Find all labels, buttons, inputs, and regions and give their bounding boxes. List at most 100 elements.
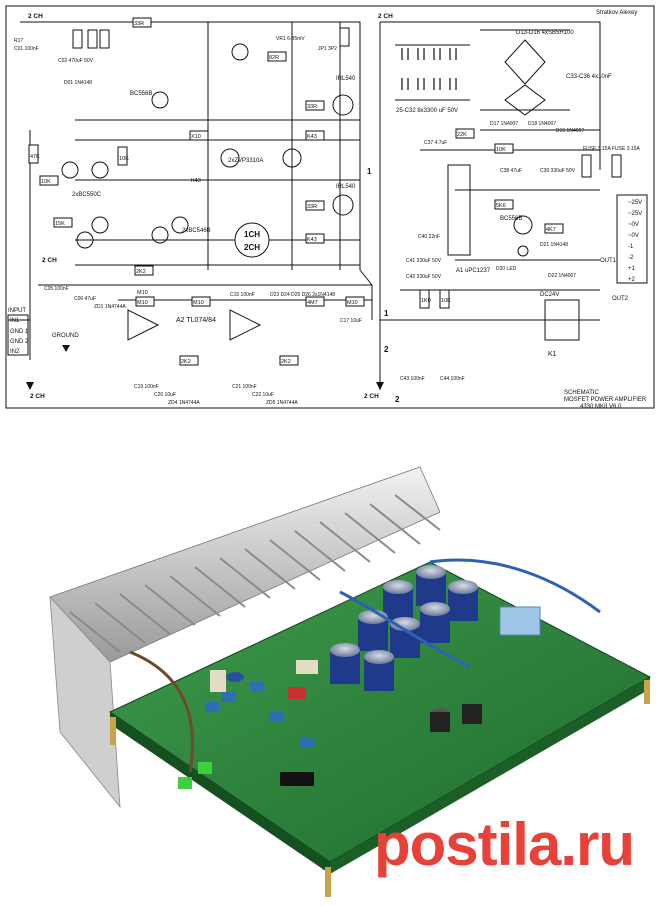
fuse-label-1: FUSE 3.15A	[583, 146, 611, 152]
part-c19: C19 100nF	[134, 384, 159, 390]
part-d17: D17 1N4007	[490, 121, 518, 127]
output-pin-2: ~25V	[628, 211, 642, 217]
transistor-label-q27: BC556B	[500, 216, 522, 222]
resistor-r43: K43	[307, 237, 317, 243]
part-d01: D01 1N4148	[64, 80, 92, 86]
resistor-r56: 5K6	[496, 203, 506, 209]
part-c37: C37 4.7uF	[424, 140, 447, 146]
small-components	[178, 660, 482, 789]
resistor-r13: 10K	[119, 156, 129, 162]
output-pin-3: ~0V	[628, 222, 639, 228]
part-c01: C01 100nF	[14, 46, 39, 52]
standoffs	[110, 680, 650, 897]
part-d19: D19 1N4007	[556, 128, 584, 134]
resistor-r17: 33R	[134, 21, 144, 27]
resistor-r37: 33R	[307, 104, 317, 110]
relay	[499, 606, 541, 636]
part-c40: C40 22nF	[418, 234, 440, 240]
part-c22: C22 10uF	[252, 392, 274, 398]
channel-badge-circle	[234, 222, 270, 258]
rail-label-top-right: 2 CH	[378, 13, 393, 20]
part-r17-label: R17	[14, 38, 23, 44]
output-pin-1: ~25V	[628, 200, 642, 206]
ground-label: GROUND	[52, 333, 79, 339]
resistor-r45: 4M7	[307, 300, 318, 306]
transistor-label-q11: 2xBC546B	[182, 228, 211, 234]
node-number-2b: 2	[395, 395, 400, 404]
part-d18: D18 1N4007	[528, 121, 556, 127]
bridge-label: D13-D16 4xSB5H100	[516, 30, 574, 36]
input-pin-2: GND 1	[10, 329, 29, 335]
filter-capacitors	[330, 565, 478, 691]
resistor-r47: M10	[347, 300, 358, 306]
resistor-r63: 2K2	[181, 359, 191, 365]
resistor-r19: M10	[137, 300, 148, 306]
part-vr1: VR1 6-35mV	[276, 36, 305, 42]
output-pin-5: -1	[628, 244, 634, 250]
rail-label-bottom-left: 2 CH	[30, 393, 45, 400]
part-c17: C17 10uF	[340, 318, 362, 324]
part-c41: C41 330uF 50V	[406, 258, 442, 264]
part-jp1: JP1 3P2	[318, 46, 337, 52]
resistor-r01: 47K	[30, 154, 40, 160]
frame	[5, 5, 655, 409]
resistor-r58: 4K7	[546, 227, 556, 233]
resistor-r19b: M10	[137, 290, 148, 296]
part-d23-d26: D23 D24 D25 D26 2x1N4148	[270, 292, 335, 298]
regulator-label: A1 uPC1237	[456, 268, 491, 274]
resistor-x10: X10	[191, 134, 201, 140]
part-c06: C06 47uF	[74, 296, 96, 302]
rail-label-bottom-right: 2 CH	[364, 393, 379, 400]
resistor-r53: 22K	[457, 132, 467, 138]
resistor-r55: 10K	[496, 147, 506, 153]
input-pin-3: GND 2	[10, 339, 29, 345]
part-c15: C15 100nF	[230, 292, 255, 298]
wires	[129, 558, 601, 773]
out2-label: OUT2	[612, 296, 629, 302]
part-zd5: ZD5 1N4744A	[266, 400, 298, 406]
resistor-r64: 2K2	[281, 359, 291, 365]
input-title: INPUT	[8, 308, 26, 314]
part-c43: C43 100nF	[400, 376, 425, 382]
part-c21: C21 100nF	[232, 384, 257, 390]
part-d22: D22 1N4007	[548, 273, 576, 279]
rail-label-top: 2 CH	[28, 13, 43, 20]
title-line-2: MOSFET POWER AMPLIFIER	[564, 397, 647, 403]
relay-label: K1	[548, 351, 557, 358]
opamp-label: A2 TL074/84	[176, 317, 216, 324]
rail-label-left: 2 CH	[42, 257, 57, 264]
part-c05: C05 100nF	[44, 286, 69, 292]
relay-coil-label: DC24V	[540, 292, 559, 298]
node-number-1b: 1	[384, 309, 389, 318]
resistor-value-labels: 33R 33R 82R 47K 10K 15K 10K 2K2 M10 M10 …	[30, 21, 556, 365]
node-number-1a: 1	[367, 167, 372, 176]
fuse-label-2: FUSE 3.15A	[612, 146, 640, 152]
channel-badge-top: 1CH	[244, 230, 260, 239]
mosfet-lower-label: IRL540	[336, 184, 356, 190]
output-pin-6: -2	[628, 255, 634, 261]
channel-badge-bottom: 2CH	[244, 243, 260, 252]
resistor-r05: 15K	[55, 221, 65, 227]
misc-part-labels: R17 C01 100nF C02 470uF 50V D01 1N4148 J…	[14, 36, 584, 406]
title-line-3: 4330 MKII V6.0	[580, 404, 622, 410]
part-c20: C20 10uF	[154, 392, 176, 398]
part-d20: D20 LED	[496, 266, 517, 272]
transistor-label-q01: 2xBC550C	[72, 192, 102, 198]
output-pin-4: ~0V	[628, 233, 639, 239]
part-c02: C02 470uF 50V	[58, 58, 94, 64]
resistor-r41: 33R	[307, 204, 317, 210]
output-pin-7: +1	[628, 266, 636, 272]
output-pin-8: +2	[628, 277, 636, 283]
part-c39: C39 330uF 50V	[540, 168, 576, 174]
transistor-label-q09: BC556B	[130, 91, 152, 97]
photo-svg	[49, 466, 652, 897]
resistor-r18: 2K2	[136, 269, 146, 275]
part-zd1: ZD1 1N4744A	[94, 304, 126, 310]
watermark: postila.ru	[373, 811, 635, 878]
part-c38: C38 47uF	[500, 168, 522, 174]
resistor-r27: K43	[191, 178, 201, 184]
heatsink	[49, 466, 441, 809]
part-c42: C42 330uF 50V	[406, 274, 442, 280]
part-zd4: ZD4 1N4744A	[168, 400, 200, 406]
transistor-label-q15: 2xZVP3310A	[228, 158, 263, 164]
